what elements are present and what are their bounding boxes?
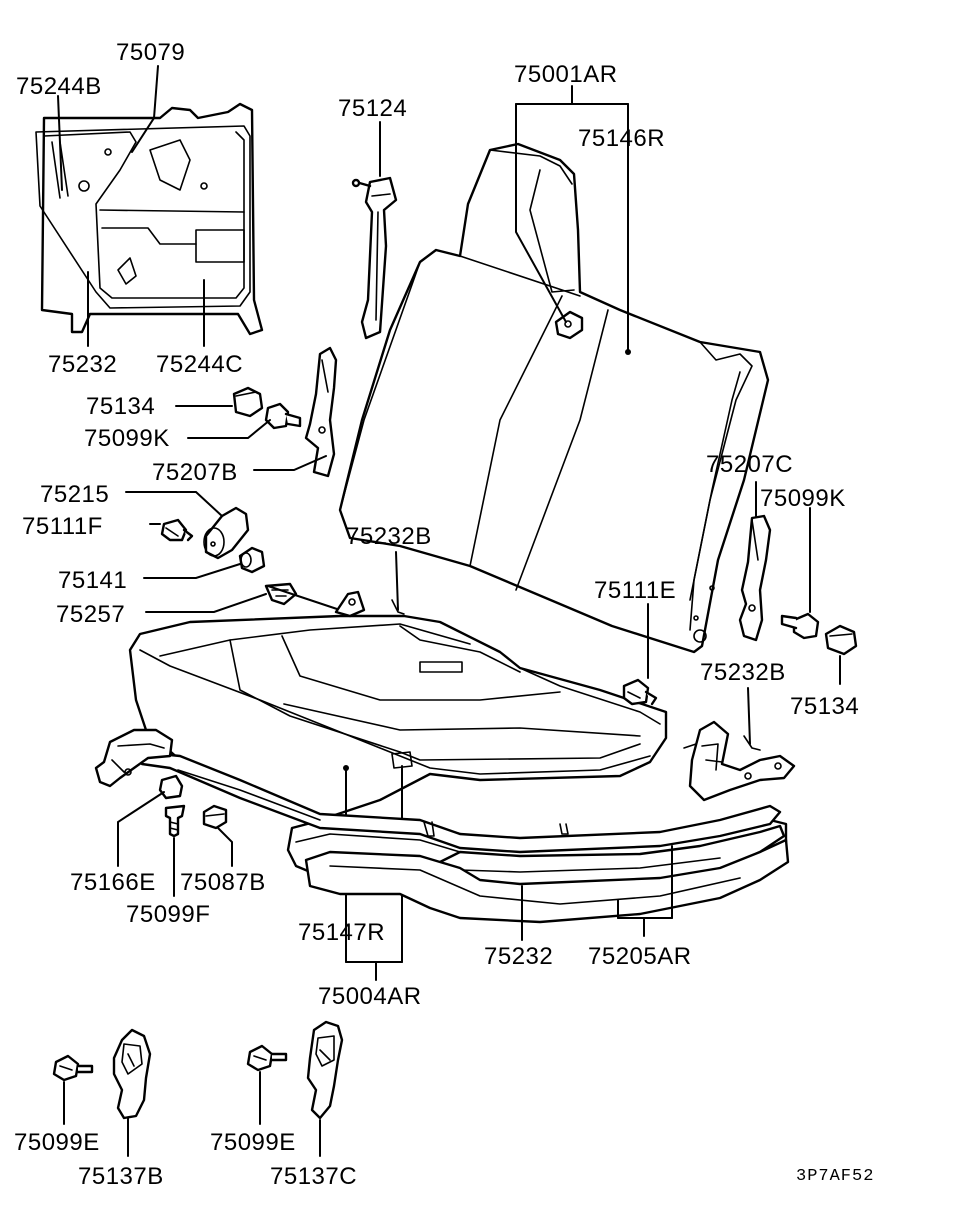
label-75134-left: 75134 <box>86 393 155 420</box>
seat-back <box>338 142 770 654</box>
slide-handle-75137C <box>306 1020 344 1120</box>
side-cover-panel <box>35 102 264 336</box>
label-75232-bottom: 75232 <box>484 943 553 970</box>
belt-guide-75124 <box>351 176 398 340</box>
label-75147R: 75147R <box>298 919 385 946</box>
screw-75111E <box>622 678 658 706</box>
label-75207B: 75207B <box>152 459 238 486</box>
label-75141: 75141 <box>58 567 127 594</box>
label-75137B: 75137B <box>78 1163 164 1190</box>
label-75111E: 75111E <box>594 577 676 604</box>
clip-nut-75087B <box>202 804 228 830</box>
label-75099E-right: 75099E <box>210 1129 296 1156</box>
seat-frame <box>286 816 790 924</box>
label-75001AR: 75001AR <box>514 61 618 88</box>
label-75004AR: 75004AR <box>318 983 422 1010</box>
recliner-cover-75207C <box>738 514 772 642</box>
front-left-bracket <box>94 728 174 788</box>
label-75207C: 75207C <box>706 451 793 478</box>
screw-75111F-left <box>160 518 194 542</box>
label-75232B-right: 75232B <box>700 659 786 686</box>
screw-75099F <box>164 804 186 838</box>
label-75124: 75124 <box>338 95 407 122</box>
label-75244B: 75244B <box>16 73 102 100</box>
label-75134-right: 75134 <box>790 693 859 720</box>
label-75137C: 75137C <box>270 1163 357 1190</box>
recliner-cover-75207B <box>304 346 338 478</box>
label-75146R: 75146R <box>578 125 665 152</box>
label-75232-topleft: 75232 <box>48 351 117 378</box>
label-75099F: 75099F <box>126 901 210 928</box>
label-75232B-left: 75232B <box>346 523 432 550</box>
drawing-code: 3P7AF52 <box>796 1167 874 1186</box>
label-75099K-right: 75099K <box>760 485 846 512</box>
label-75111F: 75111F <box>22 513 103 540</box>
knob-75215 <box>203 506 250 560</box>
seat-rails <box>138 750 782 854</box>
label-75166E: 75166E <box>70 869 156 896</box>
bolt-75099E-right <box>246 1044 288 1072</box>
clip-75257 <box>264 582 298 606</box>
label-75205AR: 75205AR <box>588 943 692 970</box>
label-75215: 75215 <box>40 481 109 508</box>
label-75099E-left: 75099E <box>14 1129 100 1156</box>
bolt-75099K-right <box>780 612 820 640</box>
label-75087B: 75087B <box>180 869 266 896</box>
label-75099K-left: 75099K <box>84 425 170 452</box>
cap-75134-left <box>232 386 264 418</box>
cap-75134-right <box>824 624 858 656</box>
rear-right-bracket <box>683 720 796 802</box>
seat-cushion <box>128 614 668 822</box>
nut-75166E <box>158 774 184 800</box>
bolt-75099K-left <box>264 402 302 430</box>
slide-handle-75137B <box>112 1028 152 1120</box>
label-75257: 75257 <box>56 601 125 628</box>
label-75079: 75079 <box>116 39 185 66</box>
label-75244C: 75244C <box>156 351 243 378</box>
bushing-75141 <box>238 546 266 574</box>
bolt-75099E-left <box>52 1054 94 1082</box>
